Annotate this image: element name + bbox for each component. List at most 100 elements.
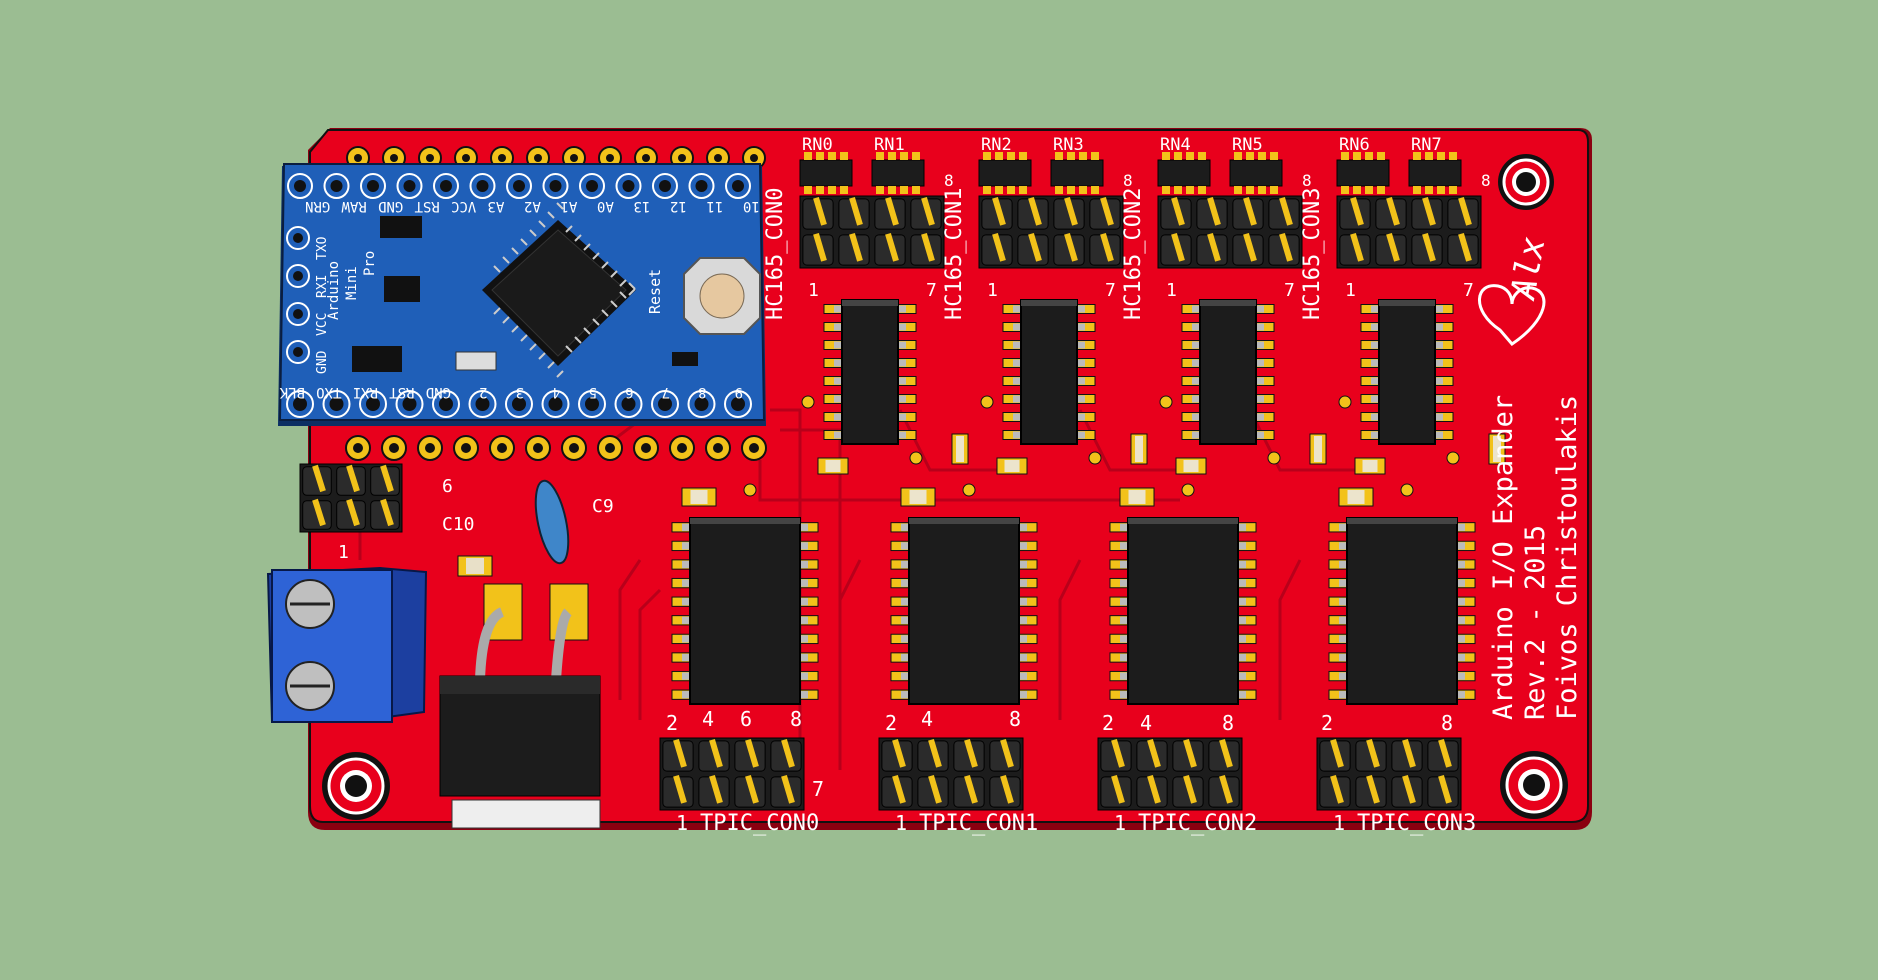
smd-body <box>1004 460 1020 472</box>
arduino-top-pin-label: 10 <box>743 198 760 214</box>
ic-top-edge <box>909 518 1019 524</box>
ic-lead <box>1371 359 1381 367</box>
mcu-pin <box>502 316 510 324</box>
pad-hole <box>426 154 434 162</box>
ic-lead <box>1013 323 1023 331</box>
mcu-pin <box>538 352 546 360</box>
tpic-pin-mark: 6 <box>740 707 752 731</box>
rn-pad <box>1425 152 1433 160</box>
arduino-left-pin <box>286 264 310 288</box>
resistor-network <box>799 159 853 187</box>
ic-lead <box>834 305 844 313</box>
header-pin <box>745 738 759 768</box>
rn-pad <box>1198 152 1206 160</box>
mounting-holes <box>322 154 1568 820</box>
ic-lead <box>1192 305 1202 313</box>
ic-lead <box>1192 359 1202 367</box>
ic-top-edge <box>1128 518 1238 524</box>
rn-pad <box>1246 186 1254 194</box>
pad-hole <box>389 443 399 453</box>
ic-top-edge <box>1200 300 1256 306</box>
ic-lead <box>682 691 692 699</box>
rn-pad <box>1353 152 1361 160</box>
rn-pad <box>1365 152 1373 160</box>
resistor-network-label: RN5 <box>1232 135 1263 155</box>
ic-lead <box>1254 305 1264 313</box>
arduino-top-pin <box>396 173 423 199</box>
ic-body <box>689 517 801 705</box>
ic-lead <box>1371 431 1381 439</box>
ic-lead <box>1120 542 1130 550</box>
header-pin <box>1350 232 1364 262</box>
resistor-network <box>1229 159 1283 187</box>
ic-lead <box>1075 377 1085 385</box>
ic-top-edge <box>1021 300 1077 306</box>
tpic-pin-mark: 8 <box>1009 707 1021 731</box>
pad-hole <box>714 154 722 162</box>
ic-lead <box>1339 523 1349 531</box>
arduino-bottom-pin-hole <box>439 397 453 411</box>
hc-pin-mark: 7 <box>926 280 937 301</box>
mcu-pin <box>529 343 537 351</box>
arduino-bottom-pin <box>468 390 497 418</box>
tpic-pin-mark: 1 <box>895 811 907 835</box>
arduino-bottom-pin <box>286 390 314 418</box>
arduino-bottom-pin-hole <box>731 397 745 411</box>
microcontroller-chip <box>482 220 636 366</box>
header-pin <box>1183 774 1197 804</box>
mcu-pin <box>610 300 618 308</box>
rn-pad <box>1007 186 1015 194</box>
arduino-top-pin-hole <box>513 180 525 192</box>
pad-hole <box>533 443 543 453</box>
ic-lead <box>798 598 808 606</box>
ic-lead <box>1075 413 1085 421</box>
ic-lead <box>1236 542 1246 550</box>
mcu-pin <box>511 247 519 255</box>
header-pin <box>1438 738 1452 768</box>
arduino-header-pads <box>345 146 767 461</box>
ic-lead <box>1455 560 1465 569</box>
rn-pad <box>912 186 920 194</box>
arduino-bottom-pin-label: 3 <box>516 384 524 400</box>
arduino-bottom-pin <box>432 390 460 418</box>
arduino-bottom-pin-hole <box>621 397 636 411</box>
arduino-bottom-pin-label: 9 <box>735 384 743 400</box>
tpic-connector-label: TPIC_CON0 <box>700 811 819 836</box>
ic-lead <box>1455 635 1465 643</box>
resistor-network-label: RN7 <box>1411 135 1442 155</box>
pad-hole <box>570 154 578 162</box>
trace <box>638 588 662 720</box>
ic-lead <box>1120 691 1130 699</box>
via <box>980 395 994 409</box>
header-pin <box>928 738 942 768</box>
rn-pad <box>1449 152 1457 160</box>
rn-pad <box>1067 186 1075 194</box>
ic-lead <box>682 523 692 531</box>
resistor-network <box>978 159 1032 187</box>
pad-hole <box>750 154 758 162</box>
rn-pad <box>888 152 896 160</box>
header-pin <box>885 196 899 226</box>
header-pin <box>1064 232 1078 262</box>
arduino-bottom-pin-hole <box>329 397 344 411</box>
arduino-bottom-pin-label: 7 <box>662 384 670 400</box>
via <box>1181 483 1195 497</box>
arduino-bottom-pin <box>359 390 387 418</box>
arduino-bottom-pin <box>651 390 679 418</box>
ic-lead <box>1017 523 1027 531</box>
arduino-top-pin-hole <box>330 180 343 192</box>
header-pin <box>1147 738 1161 768</box>
mark-1: 1 <box>338 542 349 563</box>
arduino-top-pin <box>433 173 459 199</box>
ic-lead <box>1192 341 1202 349</box>
rn-pad <box>804 186 812 194</box>
rn-pad <box>840 152 848 160</box>
smd-body <box>1128 490 1146 504</box>
hc-pin-mark: 8 <box>1123 171 1133 190</box>
header-pin <box>1438 774 1452 804</box>
ic-body <box>1127 517 1239 705</box>
tpic-pin-mark: 2 <box>1321 711 1333 735</box>
ic-lead <box>1192 323 1202 331</box>
ic-lead <box>1433 305 1443 313</box>
